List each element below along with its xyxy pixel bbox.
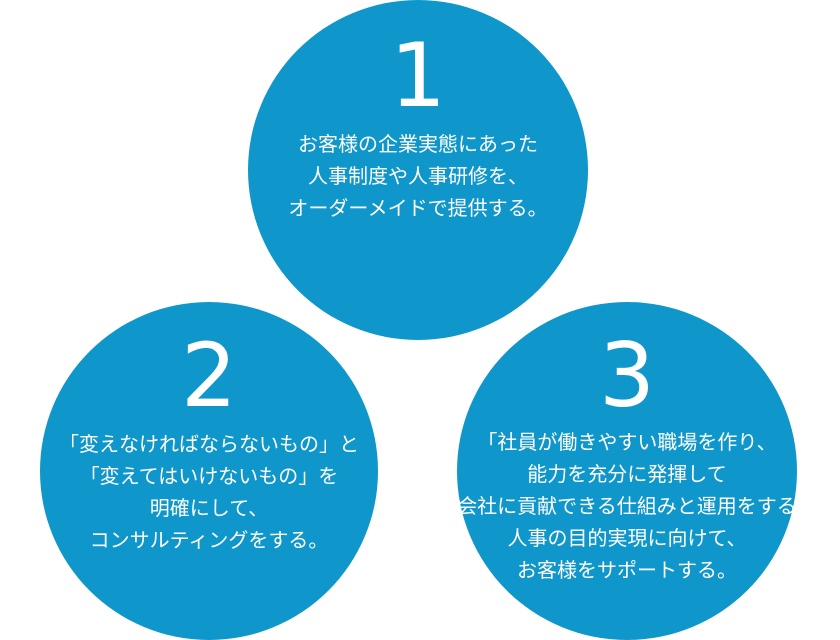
point-2-line-1: 「変えなければならないもの」と [59, 432, 359, 456]
point-3-line-4: 人事の目的実現に向けて、 [507, 526, 747, 550]
point-circle-2: 2 「変えなければならないもの」と 「変えてはいけないもの」を 明確にして、 コ… [40, 302, 378, 640]
point-3-line-5: お客様をサポートする。 [517, 558, 737, 582]
point-number-1: 1 [390, 24, 446, 127]
point-2-line-2: 「変えてはいけないもの」を [79, 464, 339, 488]
point-2-line-3: 明確にして、 [149, 496, 269, 520]
point-number-3: 3 [599, 324, 655, 427]
point-3-line-3: 会社に貢献できる仕組みと運用をする [457, 494, 797, 518]
point-text-2: 「変えなければならないもの」と 「変えてはいけないもの」を 明確にして、 コンサ… [40, 428, 378, 556]
point-1-line-3: オーダーメイドで提供する。 [288, 196, 548, 220]
point-circle-1: 1 お客様の企業実態にあった 人事制度や人事研修を、 オーダーメイドで提供する。 [248, 0, 588, 340]
point-2-line-4: コンサルティングをする。 [89, 528, 329, 552]
point-text-3: 「社員が働きやすい職場を作り、 能力を充分に発揮して 会社に貢献できる仕組みと運… [457, 426, 797, 586]
point-3-line-2: 能力を充分に発揮して [527, 462, 727, 486]
point-1-line-2: 人事制度や人事研修を、 [308, 164, 528, 188]
point-3-line-1: 「社員が働きやすい職場を作り、 [477, 430, 777, 454]
point-text-1: お客様の企業実態にあった 人事制度や人事研修を、 オーダーメイドで提供する。 [248, 128, 588, 224]
point-circle-3: 3 「社員が働きやすい職場を作り、 能力を充分に発揮して 会社に貢献できる仕組み… [457, 302, 797, 640]
point-1-line-1: お客様の企業実態にあった [298, 132, 538, 156]
point-number-2: 2 [181, 324, 237, 427]
